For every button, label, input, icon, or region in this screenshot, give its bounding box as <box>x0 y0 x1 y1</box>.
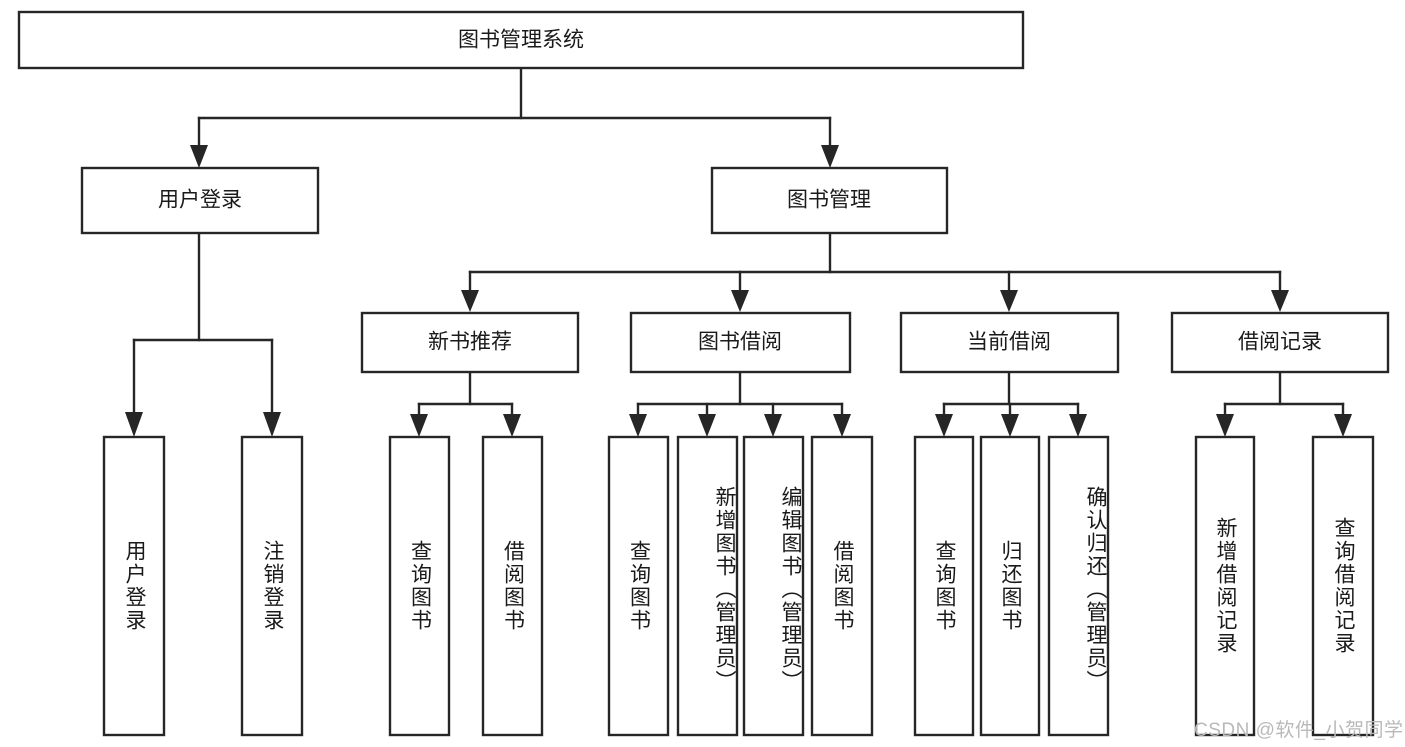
arrow-head-icon <box>821 145 839 168</box>
node-root-label: 图书管理系统 <box>458 29 584 52</box>
connector-group-book-mgmt <box>461 231 1289 312</box>
arrow-head-icon <box>410 414 428 437</box>
node-book-borrow-label: 图书借阅 <box>698 331 782 354</box>
arrow-head-icon <box>935 414 953 437</box>
node-root[interactable] <box>17 10 1025 70</box>
node-leaf-borrow-book[interactable] <box>810 435 874 737</box>
arrow-head-icon <box>461 290 479 312</box>
watermark-text: CSDN @软件_小贺同学 <box>1194 720 1404 741</box>
connector-group-borrow-record <box>1216 370 1352 437</box>
arrow-head-icon <box>190 145 208 168</box>
node-leaf-logout[interactable] <box>240 435 304 737</box>
node-new-book-recommend[interactable] <box>360 311 580 374</box>
arrow-head-icon <box>1216 414 1234 437</box>
node-current-borrow-label: 当前借阅 <box>967 331 1051 354</box>
node-leaf-add-book-admin[interactable] <box>676 435 739 737</box>
node-leaf-borrow-book-new[interactable] <box>481 435 544 737</box>
node-new-book-recommend-label: 新书推荐 <box>428 331 512 354</box>
node-leaf-query-book-new[interactable] <box>388 435 451 737</box>
connector-group-root <box>190 66 839 168</box>
arrow-head-icon <box>698 414 716 437</box>
arrow-head-icon <box>1271 290 1289 312</box>
connector-group-new-book <box>410 370 521 437</box>
arrow-head-icon <box>1069 414 1087 437</box>
arrow-head-icon <box>1001 414 1019 437</box>
node-leaf-query-book-borrow[interactable] <box>607 435 670 737</box>
node-user-login-label: 用户登录 <box>158 189 242 212</box>
arrow-head-icon <box>731 290 749 312</box>
arrow-head-icon <box>764 414 782 437</box>
node-leaf-add-borrow-record[interactable] <box>1194 435 1256 737</box>
node-leaf-return-book[interactable] <box>979 435 1041 737</box>
node-leaf-confirm-return-admin[interactable] <box>1047 435 1110 737</box>
node-user-login[interactable] <box>80 166 320 235</box>
arrow-head-icon <box>125 412 143 437</box>
node-leaf-user-login[interactable] <box>102 435 166 737</box>
arrow-head-icon <box>263 412 281 437</box>
node-current-borrow[interactable] <box>899 311 1120 374</box>
arrow-head-icon <box>503 414 521 437</box>
node-book-borrow[interactable] <box>629 311 852 374</box>
node-book-management[interactable] <box>710 166 949 235</box>
node-book-management-label: 图书管理 <box>787 189 871 212</box>
node-leaf-query-book-current[interactable] <box>913 435 975 737</box>
arrow-head-icon <box>1000 290 1018 312</box>
connector-group-borrow <box>629 370 851 437</box>
node-leaf-query-borrow-record[interactable] <box>1311 435 1375 737</box>
arrow-head-icon <box>1334 414 1352 437</box>
arrow-head-icon <box>833 414 851 437</box>
connector-group-user-login <box>125 231 281 437</box>
node-borrow-record-label: 借阅记录 <box>1238 331 1322 354</box>
connector-group-current-borrow <box>935 370 1087 437</box>
arrow-head-icon <box>629 414 647 437</box>
node-borrow-record[interactable] <box>1170 311 1390 374</box>
node-leaf-edit-book-admin[interactable] <box>742 435 805 737</box>
